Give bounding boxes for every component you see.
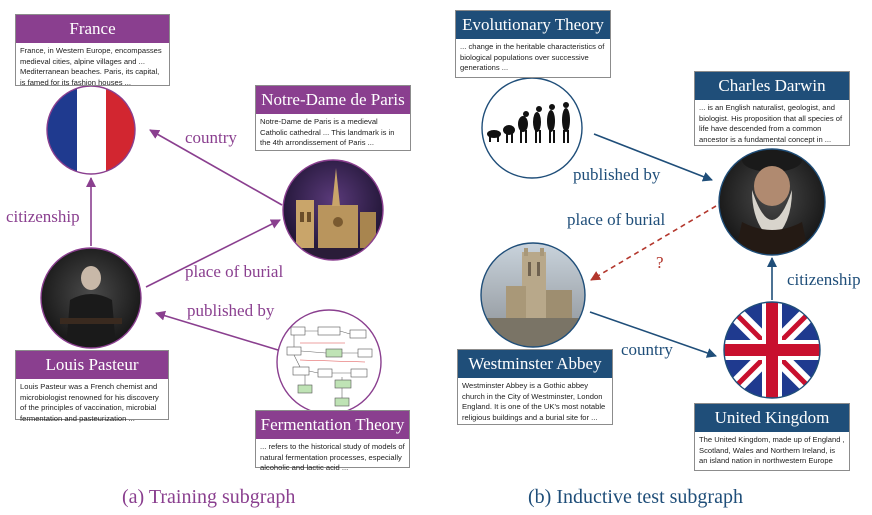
training-subgraph-caption: (a) Training subgraph xyxy=(122,486,296,508)
fermentation-diagram-image xyxy=(276,309,382,415)
training-edge-label-place-of-burial: place of burial xyxy=(185,262,284,281)
france-node-card: France France, in Western Europe, encomp… xyxy=(15,14,170,87)
evolution-node-title: Evolutionary Theory xyxy=(456,11,610,39)
fermentation-node-text: ... refers to the historical study of mo… xyxy=(260,442,405,473)
test-edge-label-published-by: published by xyxy=(573,165,661,184)
test-edge-label-citizenship: citizenship xyxy=(787,270,861,289)
test-subgraph-caption: (b) Inductive test subgraph xyxy=(528,486,743,508)
pasteur-portrait-image xyxy=(40,247,142,349)
union-jack-image xyxy=(723,301,821,399)
evolution-silhouettes-image xyxy=(481,77,583,179)
edge-burial-darwin-westminster-missing xyxy=(590,205,717,281)
notre-dame-node-card: Notre-Dame de Paris Notre-Dame de Paris … xyxy=(255,85,411,151)
evolution-node-text: ... change in the heritable characterist… xyxy=(460,42,605,73)
edge-published-evolution-darwin xyxy=(593,133,713,182)
edge-country-notredame-france xyxy=(149,129,283,206)
training-edges xyxy=(86,129,283,351)
notre-dame-node-text: Notre-Dame de Paris is a medieval Cathol… xyxy=(260,117,395,148)
westminster-abbey-image xyxy=(480,242,586,348)
darwin-portrait-image xyxy=(718,148,826,256)
uk-node-title: United Kingdom xyxy=(695,404,849,432)
pasteur-node-title: Louis Pasteur xyxy=(16,351,168,379)
french-flag-image xyxy=(46,85,136,175)
pasteur-node-text: Louis Pasteur was a French chemist and m… xyxy=(20,382,159,423)
test-edges xyxy=(589,133,777,358)
westminster-node-text: Westminster Abbey is a Gothic abbey chur… xyxy=(462,381,606,422)
darwin-node-text: ... is an English naturalist, geologist,… xyxy=(699,103,843,144)
training-edge-label-country: country xyxy=(185,128,237,147)
training-edge-label-citizenship: citizenship xyxy=(6,207,80,226)
darwin-node-title: Charles Darwin xyxy=(695,72,849,100)
notre-dame-image xyxy=(282,159,384,261)
training-edge-label-published-by: published by xyxy=(187,301,275,320)
fermentation-node-card: Fermentation Theory ... refers to the hi… xyxy=(255,410,410,472)
france-node-text: France, in Western Europe, encompasses m… xyxy=(20,46,162,87)
test-edge-label-country: country xyxy=(621,340,673,359)
france-node-title: France xyxy=(16,15,169,43)
darwin-node-card: Charles Darwin ... is an English natural… xyxy=(694,71,850,146)
uk-node-card: United Kingdom The United Kingdom, made … xyxy=(694,403,850,471)
pasteur-node-card: Louis Pasteur Louis Pasteur was a French… xyxy=(15,350,169,423)
notre-dame-node-title: Notre-Dame de Paris xyxy=(256,86,410,114)
edge-burial-pasteur-notredame xyxy=(145,219,281,288)
fermentation-node-title: Fermentation Theory xyxy=(256,411,409,439)
westminster-node-title: Westminster Abbey xyxy=(458,350,612,378)
edge-published-fermentation-pasteur xyxy=(155,310,279,351)
edge-country-westminster-uk xyxy=(589,311,717,358)
evolution-node-card: Evolutionary Theory ... change in the he… xyxy=(455,10,611,78)
test-edge-label-unknown: ? xyxy=(656,253,664,272)
uk-node-text: The United Kingdom, made up of England ,… xyxy=(699,435,845,466)
test-edge-label-place-of-burial: place of burial xyxy=(567,210,666,229)
westminster-node-card: Westminster Abbey Westminster Abbey is a… xyxy=(457,349,613,425)
